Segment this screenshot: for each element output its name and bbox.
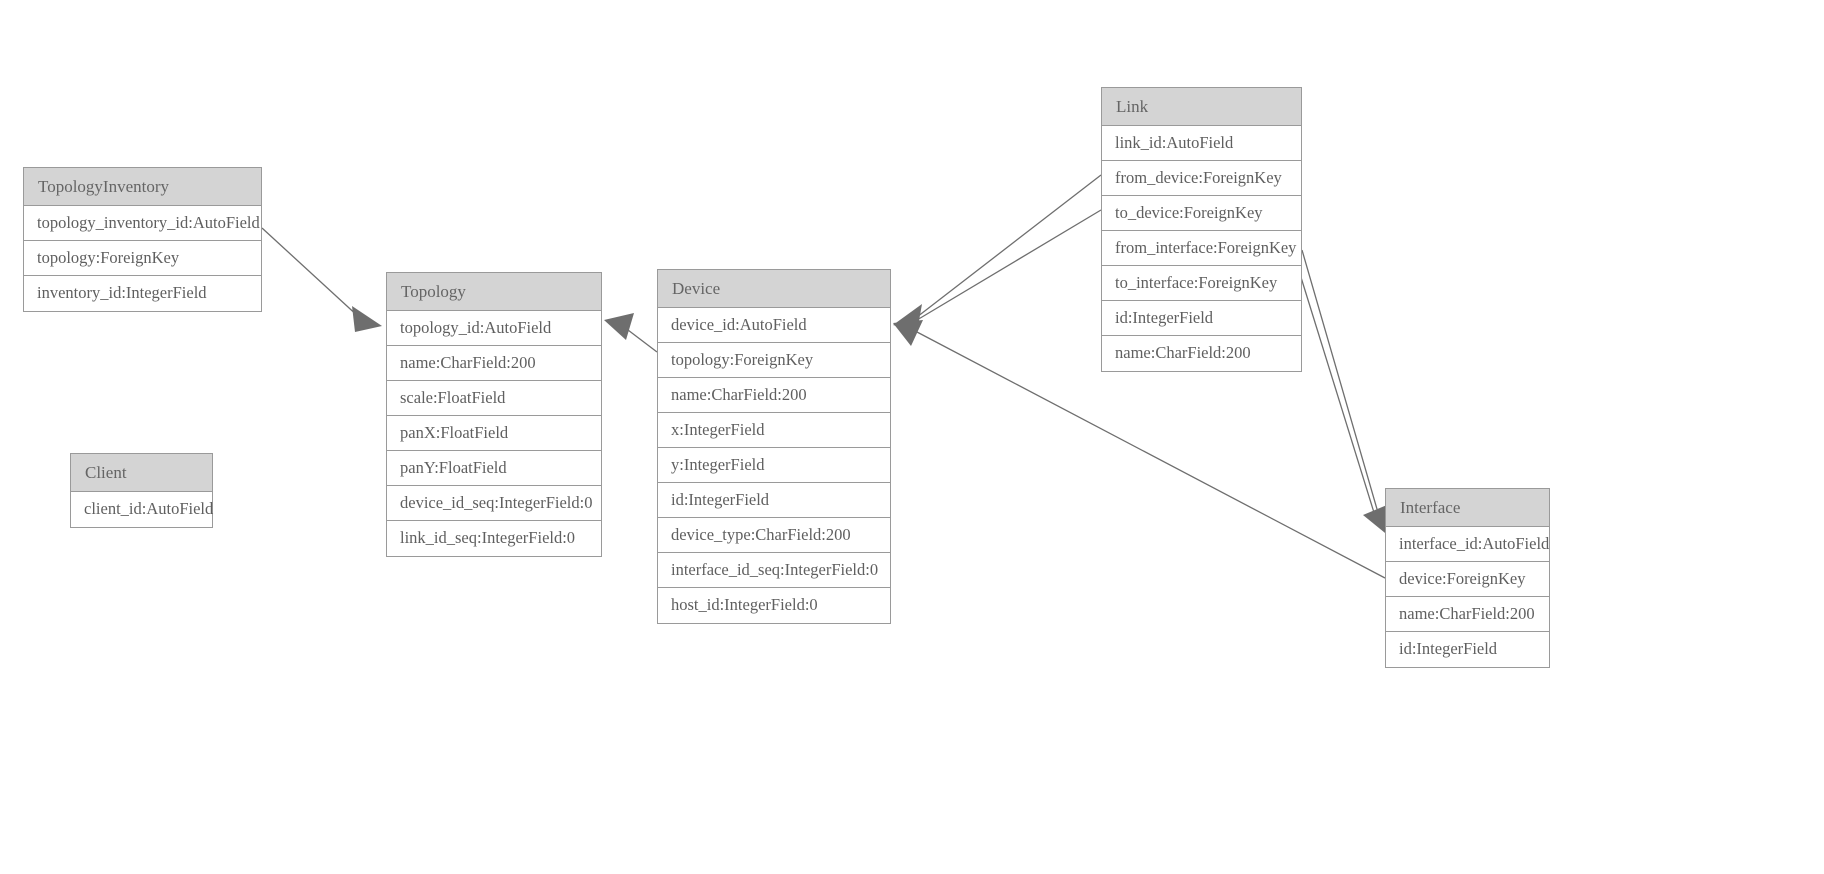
entity-interface[interactable]: Interface interface_id:AutoField device:… [1385,488,1550,668]
field-row[interactable]: to_device:ForeignKey [1102,196,1301,231]
field-row[interactable]: device_id:AutoField [658,308,890,343]
edge-link-from-interface [1301,249,1390,537]
entity-fields-topology-inventory: topology_inventory_id:AutoField topology… [24,206,261,311]
edge-device-topology [604,313,658,353]
field-row[interactable]: from_device:ForeignKey [1102,161,1301,196]
edge-topologyinventory-topology [261,227,382,332]
edge-link-to-device [916,209,1102,321]
entity-link[interactable]: Link link_id:AutoField from_device:Forei… [1101,87,1302,372]
field-row[interactable]: scale:FloatField [387,381,601,416]
entity-title-device: Device [658,270,890,308]
field-row[interactable]: link_id:AutoField [1102,126,1301,161]
field-row[interactable]: name:CharField:200 [1102,336,1301,371]
field-row[interactable]: id:IntegerField [658,483,890,518]
field-row[interactable]: y:IntegerField [658,448,890,483]
field-row[interactable]: device_id_seq:IntegerField:0 [387,486,601,521]
field-row[interactable]: id:IntegerField [1102,301,1301,336]
entity-client[interactable]: Client client_id:AutoField [70,453,213,528]
field-row[interactable]: topology_id:AutoField [387,311,601,346]
entity-topology[interactable]: Topology topology_id:AutoField name:Char… [386,272,602,557]
field-row[interactable]: interface_id_seq:IntegerField:0 [658,553,890,588]
entity-title-link: Link [1102,88,1301,126]
entity-fields-link: link_id:AutoField from_device:ForeignKey… [1102,126,1301,371]
field-row[interactable]: link_id_seq:IntegerField:0 [387,521,601,556]
entity-fields-device: device_id:AutoField topology:ForeignKey … [658,308,890,623]
field-row[interactable]: id:IntegerField [1386,632,1549,667]
field-row[interactable]: interface_id:AutoField [1386,527,1549,562]
field-row[interactable]: client_id:AutoField [71,492,213,527]
edge-link-from-device [893,174,1102,332]
field-row[interactable]: panY:FloatField [387,451,601,486]
entity-device[interactable]: Device device_id:AutoField topology:Fore… [657,269,891,624]
field-row[interactable]: from_interface:ForeignKey [1102,231,1301,266]
field-row[interactable]: device:ForeignKey [1386,562,1549,597]
field-row[interactable]: inventory_id:IntegerField [24,276,261,311]
field-row[interactable]: host_id:IntegerField:0 [658,588,890,623]
entity-title-interface: Interface [1386,489,1549,527]
field-row[interactable]: topology:ForeignKey [24,241,261,276]
field-row[interactable]: device_type:CharField:200 [658,518,890,553]
entity-fields-topology: topology_id:AutoField name:CharField:200… [387,311,601,556]
entity-title-client: Client [71,454,212,492]
field-row[interactable]: topology_inventory_id:AutoField [24,206,261,241]
entity-fields-interface: interface_id:AutoField device:ForeignKey… [1386,527,1549,667]
entity-title-topology: Topology [387,273,601,311]
field-row[interactable]: name:CharField:200 [387,346,601,381]
edge-link-to-interface [1294,257,1377,520]
field-row[interactable]: name:CharField:200 [658,378,890,413]
entity-fields-client: client_id:AutoField [71,492,213,527]
entity-title-topology-inventory: TopologyInventory [24,168,261,206]
field-row[interactable]: name:CharField:200 [1386,597,1549,632]
entity-topology-inventory[interactable]: TopologyInventory topology_inventory_id:… [23,167,262,312]
field-row[interactable]: x:IntegerField [658,413,890,448]
field-row[interactable]: topology:ForeignKey [658,343,890,378]
field-row[interactable]: to_interface:ForeignKey [1102,266,1301,301]
field-row[interactable]: panX:FloatField [387,416,601,451]
